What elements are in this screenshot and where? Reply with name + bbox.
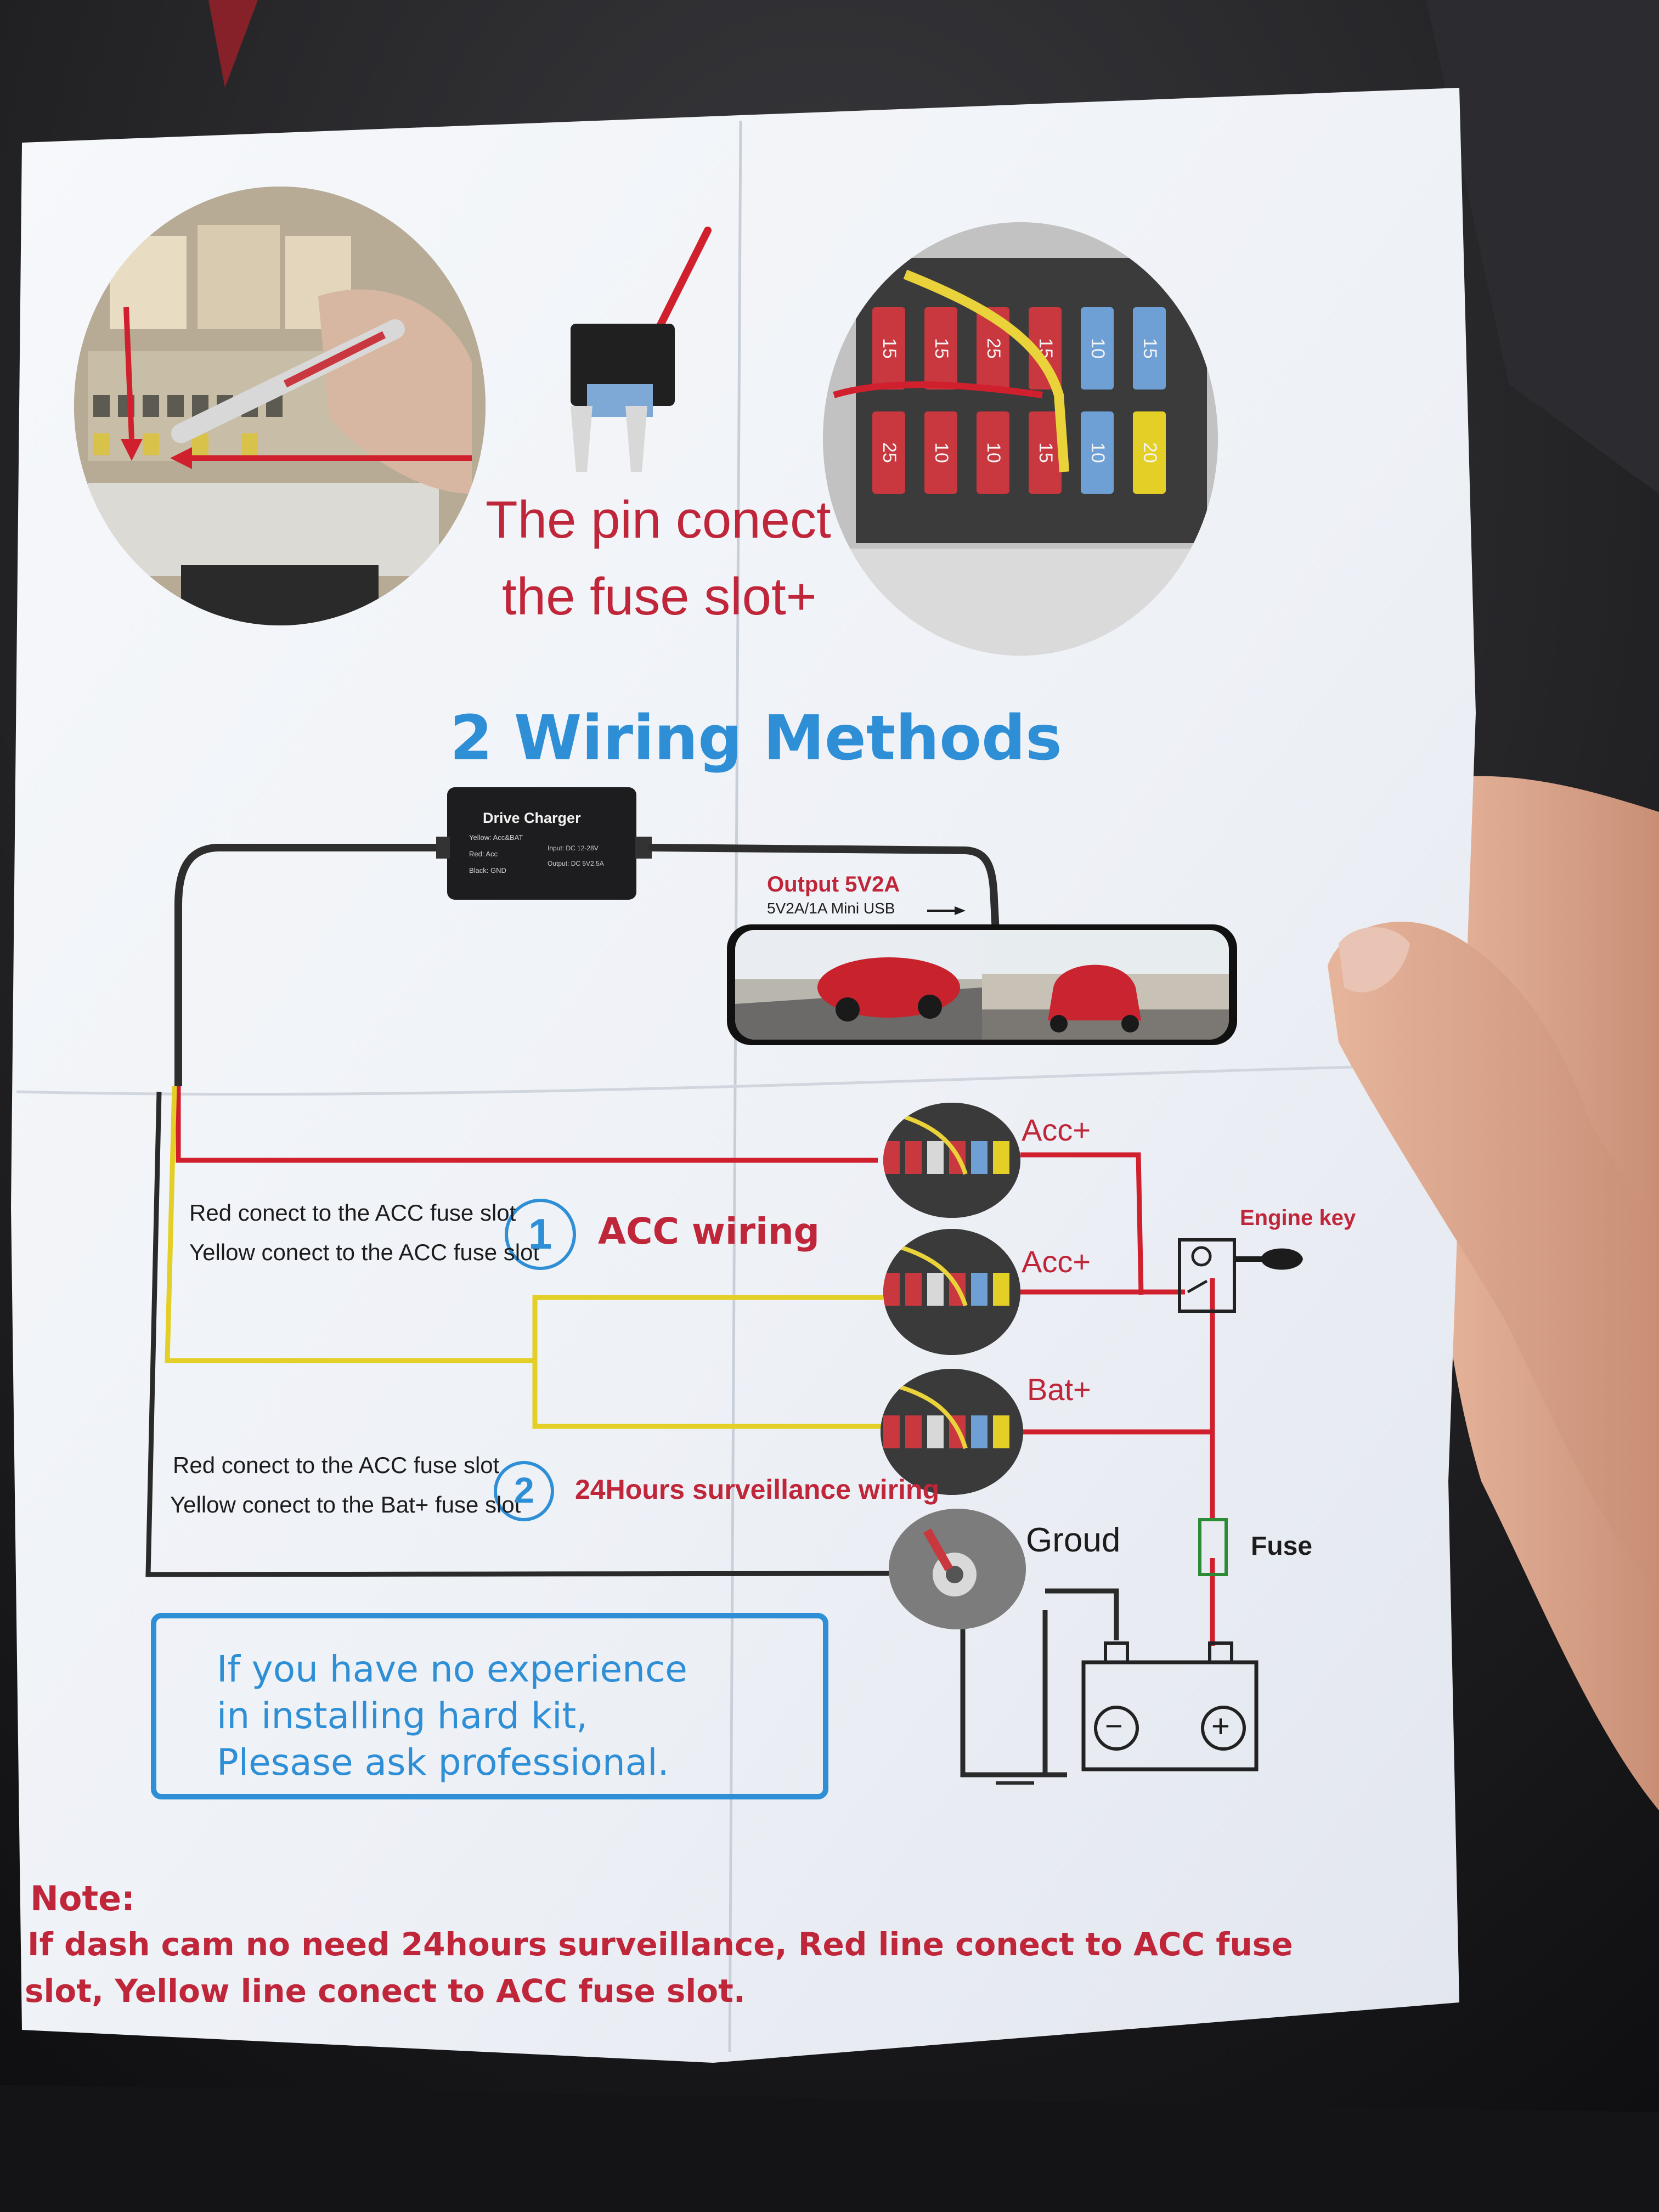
mirror-dashcam: [727, 924, 1237, 1045]
charger-spec-yellow: Yellow: Acc&BAT: [469, 833, 523, 842]
usb-output-cable: [648, 844, 1000, 936]
charger-spec-black: Black: GND: [469, 866, 506, 874]
fuse-blade: [1081, 411, 1114, 494]
inline-fuse-symbol: [1198, 1518, 1228, 1576]
fuse-rating-label: 15: [1139, 338, 1160, 359]
warning-box: [151, 1613, 828, 1799]
fuse-label: Fuse: [1251, 1532, 1313, 1561]
fuse-blade: [1029, 411, 1062, 494]
method-1-number: 1: [528, 1210, 552, 1258]
method-2-circle: [494, 1461, 554, 1521]
fuse-rating-label: 10: [931, 442, 952, 463]
bat-fuse-photo: [881, 1369, 1023, 1495]
charger-title: Drive Charger: [483, 810, 581, 826]
warning-line-1: If you have no experience: [217, 1648, 687, 1690]
paper-fold-horizontal: [16, 1063, 1460, 1096]
fuse-blade: [924, 307, 957, 390]
bat-terminal-label: Bat+: [1027, 1372, 1091, 1407]
thumbnail: [1339, 927, 1410, 992]
method-2-line-2: Yellow conect to the Bat+ fuse slot: [170, 1492, 521, 1517]
hand-thumb: [1328, 922, 1659, 1591]
charger-spec-input: Input: DC 12-28V: [548, 844, 599, 852]
method-2-line-1: Red conect to the ACC fuse slot: [173, 1452, 500, 1478]
fuse-blade: [1133, 411, 1166, 494]
acc-terminal-label-2: Acc+: [1022, 1244, 1091, 1279]
fuse-rating-label: 10: [1087, 338, 1108, 359]
fuse-blade: [1133, 307, 1166, 390]
note-label: Note:: [30, 1878, 135, 1918]
note-line-1: If dash cam no need 24hours surveillance…: [27, 1926, 1293, 1963]
fuse-rating-label: 25: [879, 442, 900, 463]
battery-plus-sign: +: [1211, 1708, 1230, 1744]
black-ground-wire: [145, 1091, 1119, 1785]
photo-caption-line-2: the fuse slot+: [502, 567, 817, 626]
ground-bolt-photo: [889, 1509, 1026, 1629]
charger-spec-red: Red: Acc: [469, 850, 498, 858]
fuse-blade: [872, 307, 905, 390]
fuse-rating-label: 15: [931, 338, 952, 359]
red-stitching: [208, 0, 258, 88]
fuse-rating-label: 15: [1035, 442, 1056, 463]
output-sub-label: 5V2A/1A Mini USB: [767, 900, 895, 917]
fuse-blade: [924, 411, 957, 494]
yellow-wire: [165, 1086, 883, 1429]
output-label: Output 5V2A: [767, 872, 900, 896]
fuse-blade: [977, 411, 1009, 494]
engine-key-switch: [1178, 1238, 1303, 1313]
fuse-rating-label: 15: [879, 338, 900, 359]
acc-fuse-photo-1: [883, 1103, 1020, 1218]
dashboard-panel: [1426, 0, 1659, 494]
acc-terminal-label-1: Acc+: [1022, 1113, 1091, 1147]
acc-fuse-photo-2: [883, 1229, 1020, 1355]
engine-key-label: Engine key: [1240, 1206, 1356, 1230]
input-cable-left: [174, 844, 436, 1086]
fuse-rating-label: 10: [983, 442, 1004, 463]
fuse-tap-illustration: [571, 227, 712, 472]
method-2-number: 2: [514, 1470, 534, 1510]
photo-test-pin-fusebox: [74, 187, 486, 625]
fuse-rating-label: 10: [1087, 442, 1108, 463]
method-1-circle: [505, 1199, 576, 1270]
red-wire-acc: [176, 1086, 1215, 1646]
method-1-line-2: Yellow conect to the ACC fuse slot: [189, 1239, 540, 1265]
method-1-title: ACC wiring: [598, 1210, 820, 1252]
warning-line-2: in installing hard kit,: [217, 1695, 588, 1737]
method-1-line-1: Red conect to the ACC fuse slot: [189, 1200, 516, 1226]
warning-line-3: Plesase ask professional.: [217, 1741, 669, 1784]
fuse-rating-label: 25: [983, 338, 1004, 359]
charger-spec-output: Output: DC 5V2.5A: [548, 860, 604, 867]
drive-charger-device: [436, 787, 652, 900]
ground-label: Groud: [1026, 1521, 1121, 1559]
fuse-blade: [1081, 307, 1114, 390]
note-line-2: slot, Yellow line conect to ACC fuse slo…: [25, 1972, 746, 2010]
battery-symbol: [1081, 1641, 1259, 1771]
method-2-title: 24Hours surveillance wiring: [575, 1474, 940, 1505]
seat-shadow: [0, 2085, 1659, 2212]
fuse-rating-label: 20: [1139, 442, 1160, 463]
output-arrow: [927, 906, 966, 915]
battery-minus-sign: −: [1105, 1708, 1123, 1743]
fuse-blade: [1029, 307, 1062, 390]
photo-caption-line-1: The pin conect: [486, 490, 831, 549]
fuse-blade: [872, 411, 905, 494]
page-title: 2 Wiring Methods: [450, 703, 1062, 774]
